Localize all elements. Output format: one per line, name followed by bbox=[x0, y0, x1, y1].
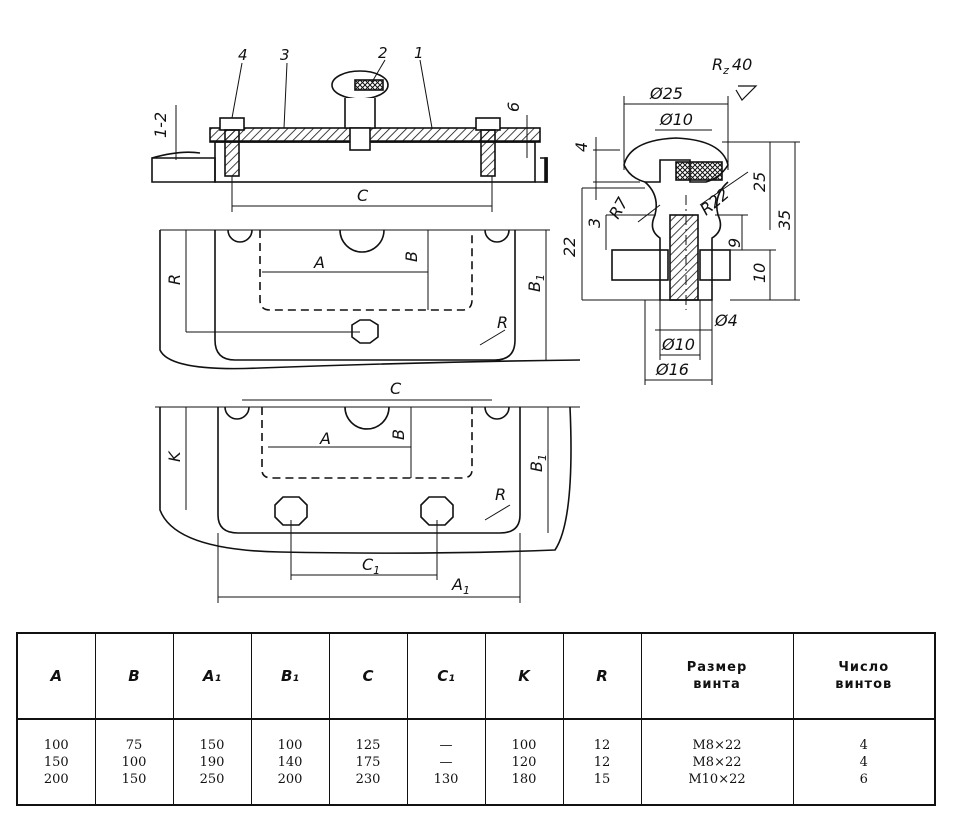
table-header-row: A B A₁ B₁ C C₁ K R Размер винта Число ви… bbox=[16, 633, 936, 720]
dim-r22: R22 bbox=[696, 184, 732, 219]
dim-4: 4 bbox=[572, 142, 591, 152]
header-a: A bbox=[16, 633, 96, 720]
dim-c-2: C bbox=[390, 379, 402, 398]
dim-b1-2: B1 bbox=[527, 454, 549, 472]
header-c: C bbox=[328, 633, 408, 720]
callout-3: 3 bbox=[280, 46, 290, 64]
dim-c1: C1 bbox=[362, 555, 380, 577]
dim-r-left: R bbox=[165, 274, 184, 285]
plan-view-six-screws bbox=[155, 399, 580, 603]
dim-3: 3 bbox=[585, 218, 604, 228]
dim-a-1: A bbox=[313, 253, 325, 272]
dim-35: 35 bbox=[775, 210, 794, 230]
dim-k: K bbox=[165, 450, 184, 462]
dim-a1: A1 bbox=[451, 575, 470, 597]
dim-c-top: C bbox=[357, 186, 369, 205]
dim-a-2: A bbox=[319, 429, 331, 448]
header-b: B bbox=[94, 633, 174, 720]
dim-25: 25 bbox=[750, 172, 769, 192]
header-k: K bbox=[484, 633, 564, 720]
header-a1: A₁ bbox=[172, 633, 252, 720]
dimensions-table: A B A₁ B₁ C C₁ K R Размер винта Число ви… bbox=[16, 632, 936, 806]
callout-1: 1 bbox=[414, 44, 424, 62]
dim-r-corner-1: R bbox=[497, 313, 508, 332]
header-screw-count: Число винтов bbox=[792, 633, 936, 720]
header-r: R bbox=[562, 633, 642, 720]
dim-b1-1: B1 bbox=[525, 274, 547, 292]
dim-d16: Ø16 bbox=[655, 360, 689, 379]
technical-drawing: 4 3 2 1 C 1-2 6 A B R R B1 bbox=[151, 44, 800, 603]
dim-6: 6 bbox=[504, 102, 523, 112]
section-view bbox=[151, 59, 548, 212]
dim-b-2: B bbox=[389, 429, 408, 440]
header-screw-size: Размер винта bbox=[640, 633, 794, 720]
callout-2: 2 bbox=[378, 44, 388, 62]
col-c1-values: ——130 bbox=[406, 719, 486, 805]
dim-1-2: 1-2 bbox=[151, 112, 170, 138]
knob-detail bbox=[581, 85, 800, 385]
dim-r-corner-2: R bbox=[495, 485, 506, 504]
dim-9: 9 bbox=[725, 238, 744, 248]
dim-d10-top: Ø10 bbox=[659, 110, 693, 129]
dim-22: 22 bbox=[560, 237, 579, 257]
dim-d25: Ø25 bbox=[649, 84, 683, 103]
plan-view-four-screws bbox=[159, 229, 581, 370]
dim-10: 10 bbox=[750, 263, 769, 283]
header-b1: B₁ bbox=[250, 633, 330, 720]
header-c1: C₁ bbox=[406, 633, 486, 720]
callout-4: 4 bbox=[238, 46, 248, 64]
dim-r7: R7 bbox=[605, 193, 633, 222]
dim-d4: Ø4 bbox=[714, 311, 738, 330]
dim-d10-bottom: Ø10 bbox=[661, 335, 695, 354]
dim-b-1: B bbox=[402, 251, 421, 262]
